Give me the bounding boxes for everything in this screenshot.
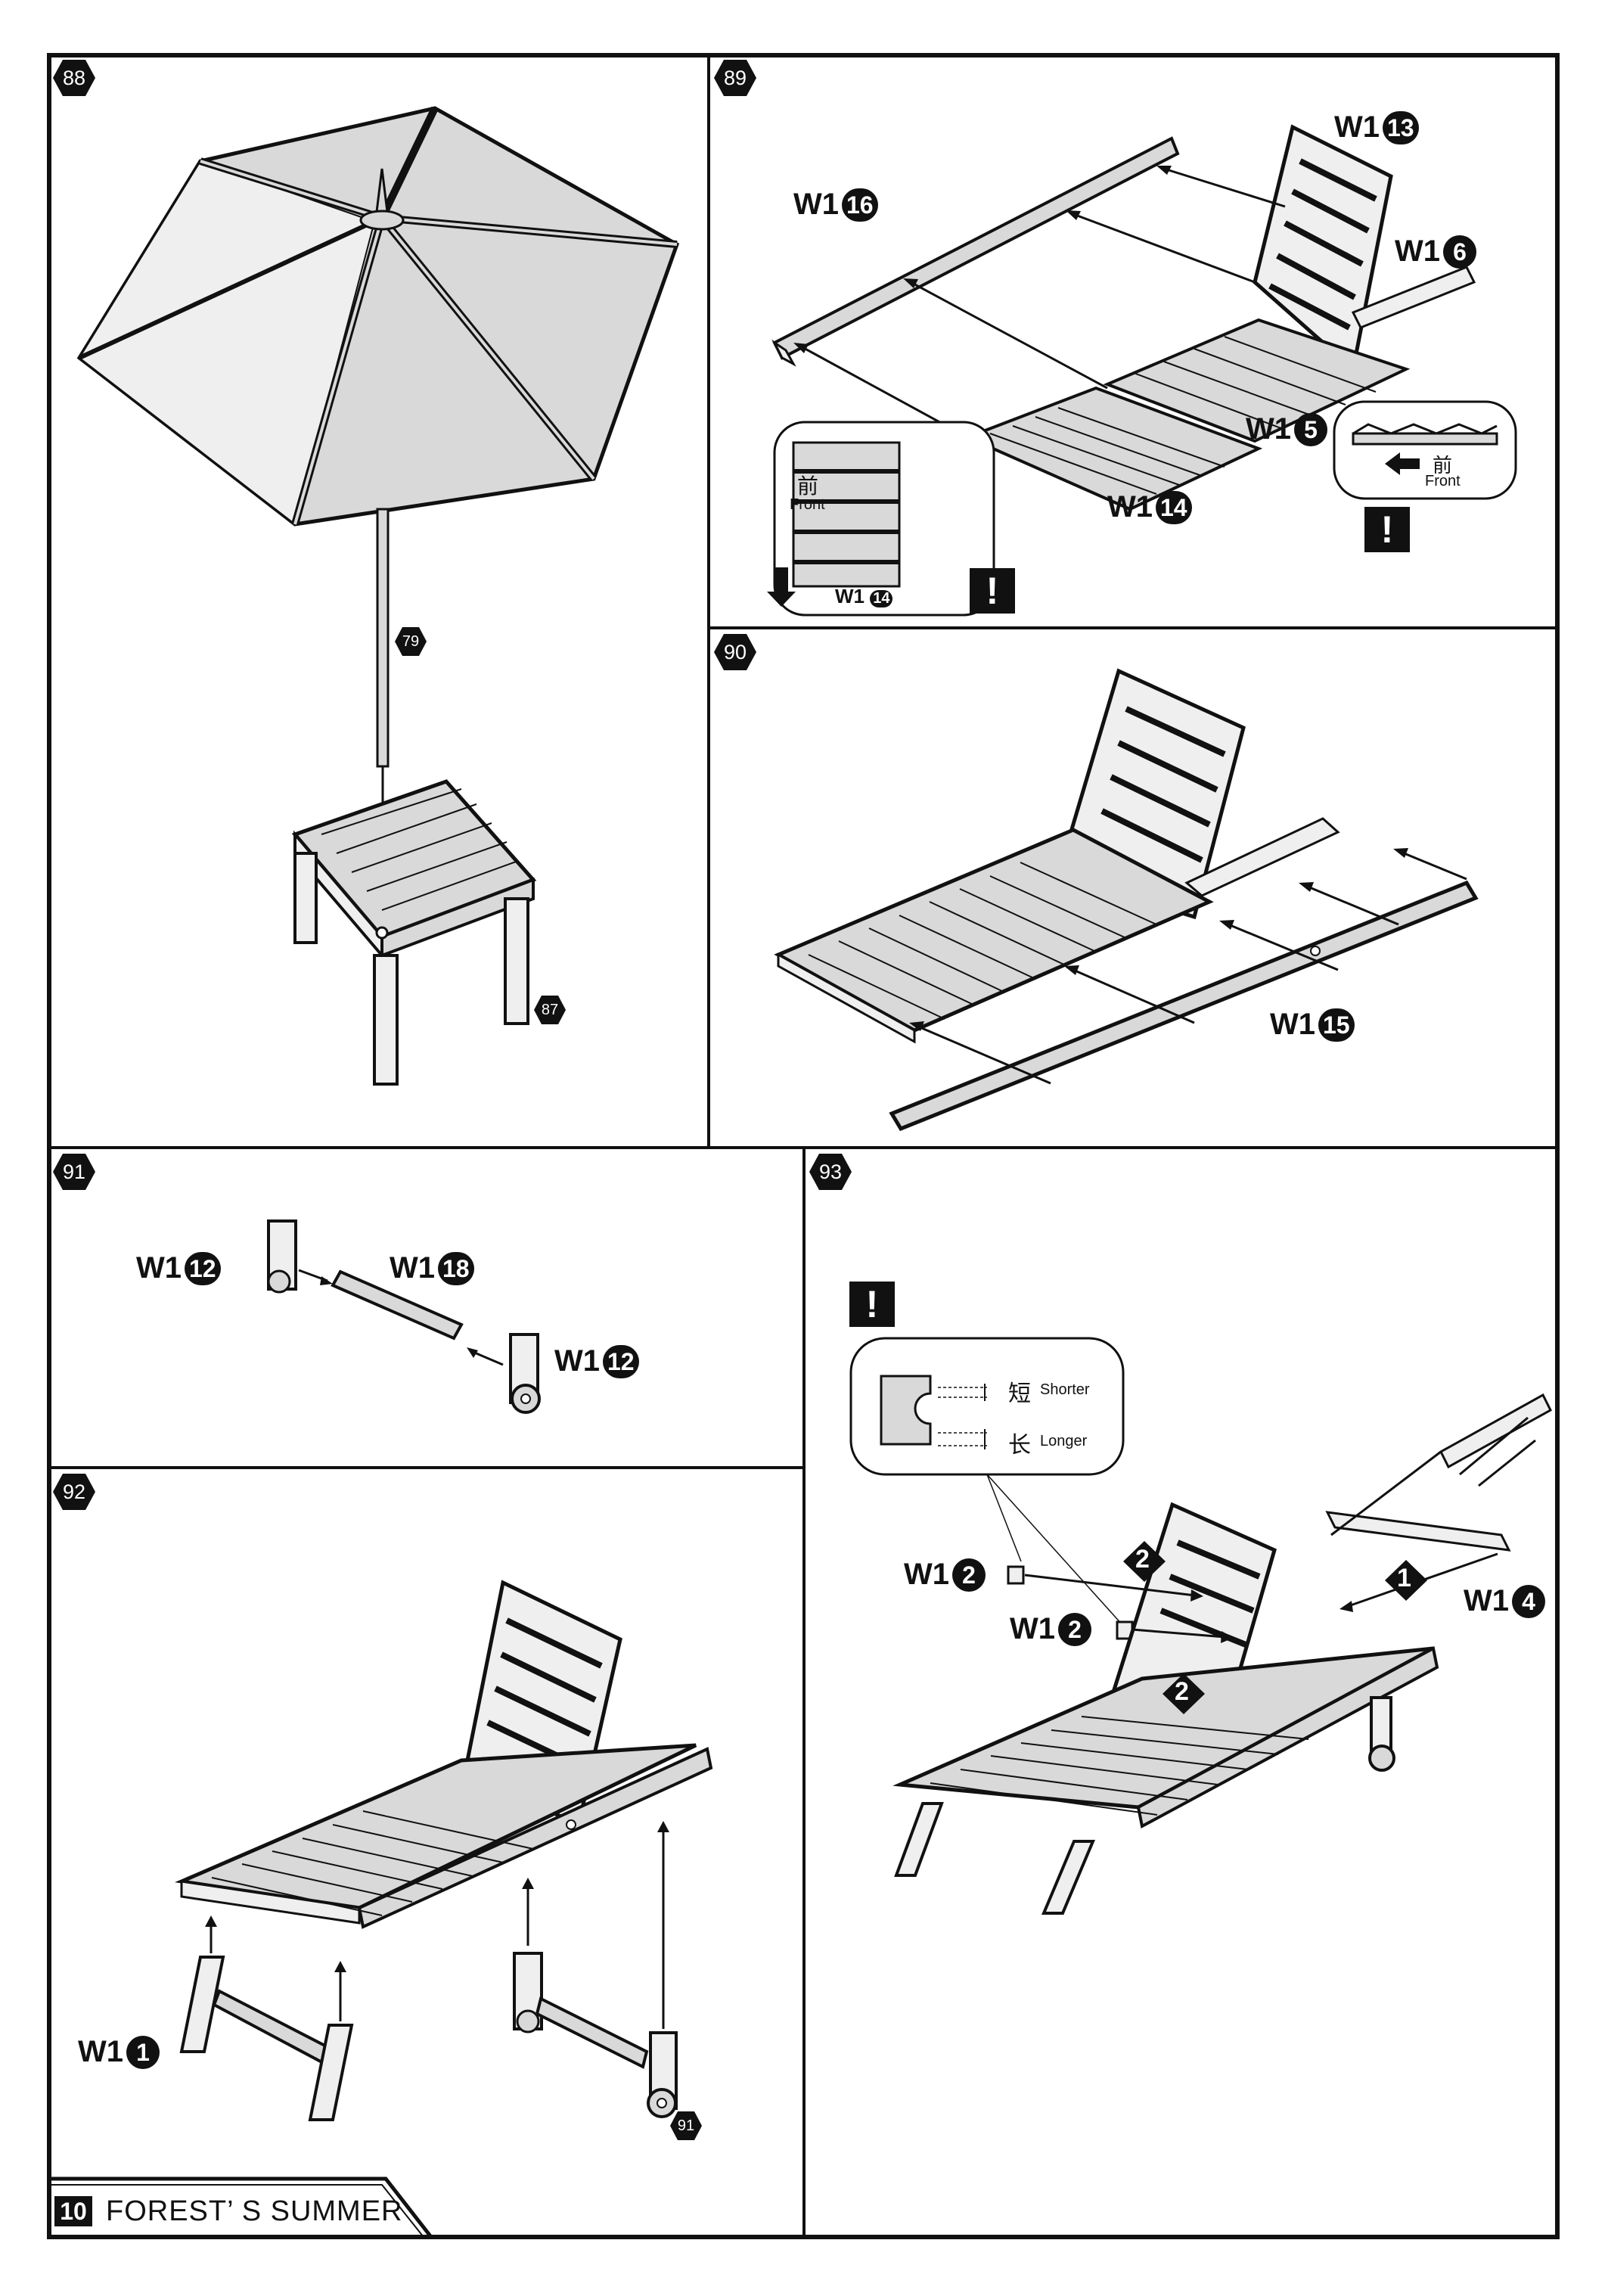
step-badge: 91 [52,1152,96,1191]
warning-icon: ! [849,1282,895,1327]
step-badge: 88 [52,58,96,98]
warning-icon: ! [1364,507,1410,552]
front-label-cn-2: 前 [1433,454,1453,477]
longer-label-en: Longer [1040,1433,1088,1449]
step-badge: 90 [713,632,757,672]
part-ref-79: 79 [394,626,427,657]
lounger-legs-illustration [174,1580,713,2121]
order-2a: 2 [1135,1545,1150,1574]
shorter-label-en: Shorter [1040,1381,1090,1398]
shorter-label-cn: 短 [1008,1381,1031,1406]
part-ref-91: 91 [669,2111,703,2141]
inset-part-label: W1 14 [835,585,893,608]
wheel-axle-illustration [267,1219,541,1414]
warning-icon: ! [970,568,1015,614]
part-ref-87: 87 [533,995,567,1025]
front-label-cn: 前 [797,474,819,498]
step-badge: 89 [713,58,757,98]
front-label-en-2: Front [1425,473,1461,489]
order-2b: 2 [1175,1677,1189,1706]
page-number: 10 [54,2196,92,2226]
page-title: FOREST’ S SUMMER [106,2195,403,2227]
order-1: 1 [1397,1564,1411,1592]
step-88-panel: 88 [49,55,709,1148]
umbrella-illustration [76,106,680,1086]
lounger-parts-illustration [767,124,1517,617]
step-badge: 92 [52,1472,96,1512]
front-label-en: Front [790,496,825,513]
step-89-panel: 89 [710,55,1557,628]
callout-and-lounger-illustration [849,1337,1552,1915]
step-93-panel: 93 ! [806,1149,1557,2237]
lounger-assembly-illustration [774,668,1479,1132]
longer-label-cn: 长 [1008,1433,1031,1458]
step-badge: 93 [809,1152,852,1191]
